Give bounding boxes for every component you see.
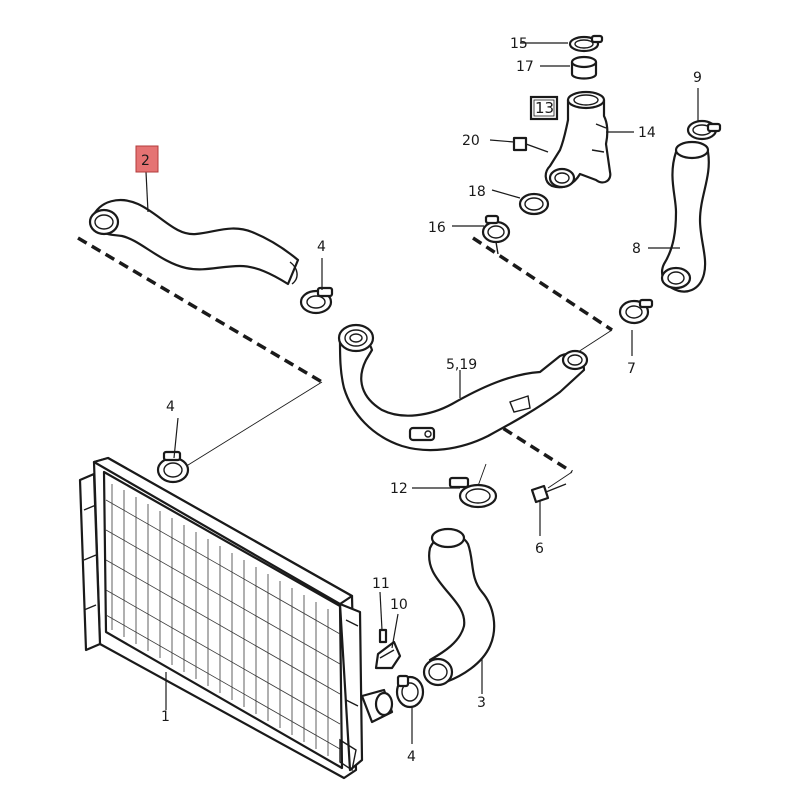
leader-lines bbox=[145, 42, 699, 744]
clamp-part-4-lower[interactable] bbox=[395, 674, 425, 709]
intercooler-core-fins bbox=[105, 484, 341, 756]
callout-16[interactable]: 16 bbox=[428, 220, 446, 236]
callout-5-19[interactable]: 5,19 bbox=[446, 357, 477, 373]
callout-14[interactable]: 14 bbox=[638, 125, 656, 141]
callout-13[interactable]: 13 bbox=[535, 99, 554, 117]
callout-2-highlight bbox=[135, 145, 159, 173]
clamp-part-16[interactable] bbox=[481, 214, 511, 255]
callout-15[interactable]: 15 bbox=[510, 36, 528, 52]
ring-part-18[interactable] bbox=[518, 192, 550, 216]
callout-7[interactable]: 7 bbox=[627, 361, 636, 377]
hose-part-8[interactable] bbox=[660, 140, 710, 293]
clamp-part-4-middle[interactable] bbox=[156, 450, 190, 484]
hose-part-3[interactable] bbox=[422, 527, 496, 687]
clamp-part-4-upper[interactable] bbox=[299, 286, 334, 315]
bolt-part-6[interactable] bbox=[530, 483, 567, 504]
callout-4-lower[interactable]: 4 bbox=[407, 749, 416, 765]
ring-part-17[interactable] bbox=[570, 55, 598, 80]
screw-part-11[interactable] bbox=[378, 628, 388, 644]
callout-12[interactable]: 12 bbox=[390, 481, 408, 497]
callout-3[interactable]: 3 bbox=[477, 695, 486, 711]
callout-4-upper[interactable]: 4 bbox=[317, 239, 326, 255]
hose-part-2[interactable] bbox=[88, 199, 300, 286]
bolt-part-20[interactable] bbox=[512, 136, 549, 153]
connector-part-14[interactable] bbox=[544, 90, 612, 189]
callout-9[interactable]: 9 bbox=[693, 70, 702, 86]
callout-4-middle[interactable]: 4 bbox=[166, 399, 175, 415]
callout-6[interactable]: 6 bbox=[535, 541, 544, 557]
clamp-part-15[interactable] bbox=[568, 34, 604, 53]
callout-18[interactable]: 18 bbox=[468, 184, 486, 200]
callout-1[interactable]: 1 bbox=[161, 709, 170, 725]
clamp-part-7[interactable] bbox=[618, 298, 654, 325]
pipe-part-5-19[interactable] bbox=[337, 323, 589, 452]
callout-17[interactable]: 17 bbox=[516, 59, 534, 75]
callout-11[interactable]: 11 bbox=[372, 576, 390, 592]
callout-2[interactable]: 2 bbox=[141, 153, 150, 169]
clamp-part-12[interactable] bbox=[448, 463, 498, 509]
callout-10[interactable]: 10 bbox=[390, 597, 408, 613]
bracket-part-10[interactable] bbox=[374, 640, 402, 670]
intercooler-part-1[interactable] bbox=[78, 456, 394, 780]
callout-13-box bbox=[529, 95, 559, 121]
callout-20[interactable]: 20 bbox=[462, 133, 480, 149]
clamp-part-9[interactable] bbox=[686, 119, 722, 141]
callout-8[interactable]: 8 bbox=[632, 241, 641, 257]
callout-labels: 1 2 3 4 4 4 5,19 6 7 8 9 10 11 12 13 14 … bbox=[141, 36, 702, 765]
